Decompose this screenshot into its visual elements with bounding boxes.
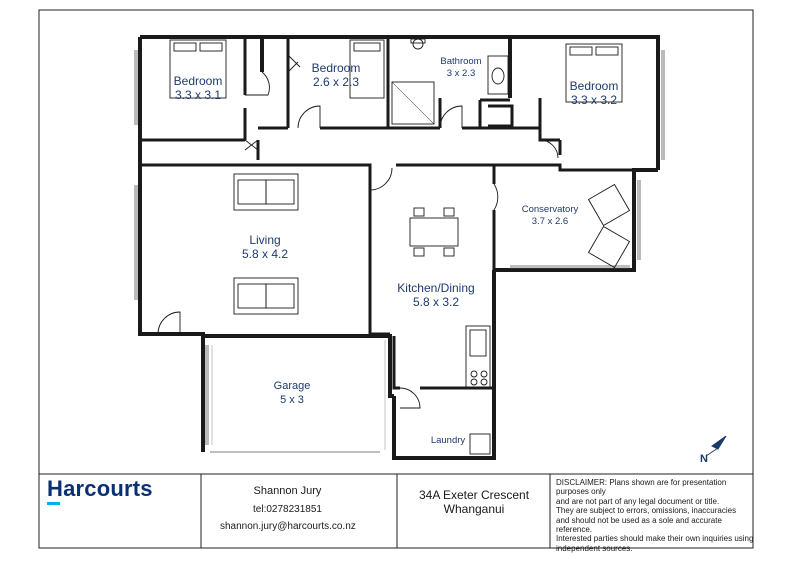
room-dims-living: 5.8 x 4.2 [242,247,288,261]
room-dims-garage: 5 x 3 [280,394,304,406]
room-dims-bedroom-3: 3.3 x 3.2 [571,93,617,107]
sheet-border [38,9,754,549]
room-dims-bathroom: 3 x 2.3 [447,68,476,79]
disclaimer-text: DISCLAIMER: Plans shown are for presenta… [556,478,754,553]
room-name-laundry: Laundry [431,435,466,446]
room-labels: Bedroom 3.3 x 3.1 Bedroom 2.6 x 2.3 Bath… [174,56,619,446]
furniture [169,38,631,455]
room-dims-conservatory: 3.7 x 2.6 [532,216,568,227]
brand-logo: Harcourts [47,476,153,501]
room-name-bathroom: Bathroom [440,56,481,67]
room-name-kitchen-dining: Kitchen/Dining [397,281,474,295]
exterior-walls [138,35,660,460]
agent-phone: tel:0278231851 [253,504,322,515]
room-name-conservatory: Conservatory [522,204,579,215]
brand-logo-accent [47,502,60,505]
agent-email: shannon.jury@harcourts.co.nz [220,521,356,532]
room-name-bedroom-3: Bedroom [570,79,619,93]
floor-plan [134,35,665,460]
property-address-line2: Whanganui [443,502,505,516]
agent-name: Shannon Jury [253,485,322,497]
room-name-garage: Garage [274,380,311,392]
room-dims-bedroom-2: 2.6 x 2.3 [313,75,359,89]
doors [157,54,559,409]
room-name-bedroom-2: Bedroom [312,61,361,75]
room-dims-bedroom-1: 3.3 x 3.1 [175,88,221,102]
windows [134,50,665,453]
interior-walls [140,37,634,390]
room-dims-kitchen-dining: 5.8 x 3.2 [413,295,459,309]
svg-text:N: N [700,453,708,465]
room-name-bedroom-1: Bedroom [174,74,223,88]
garage-details [211,340,386,450]
room-name-living: Living [249,233,280,247]
north-arrow-icon: N [700,435,727,465]
property-address-line1: 34A Exeter Crescent [418,488,530,502]
